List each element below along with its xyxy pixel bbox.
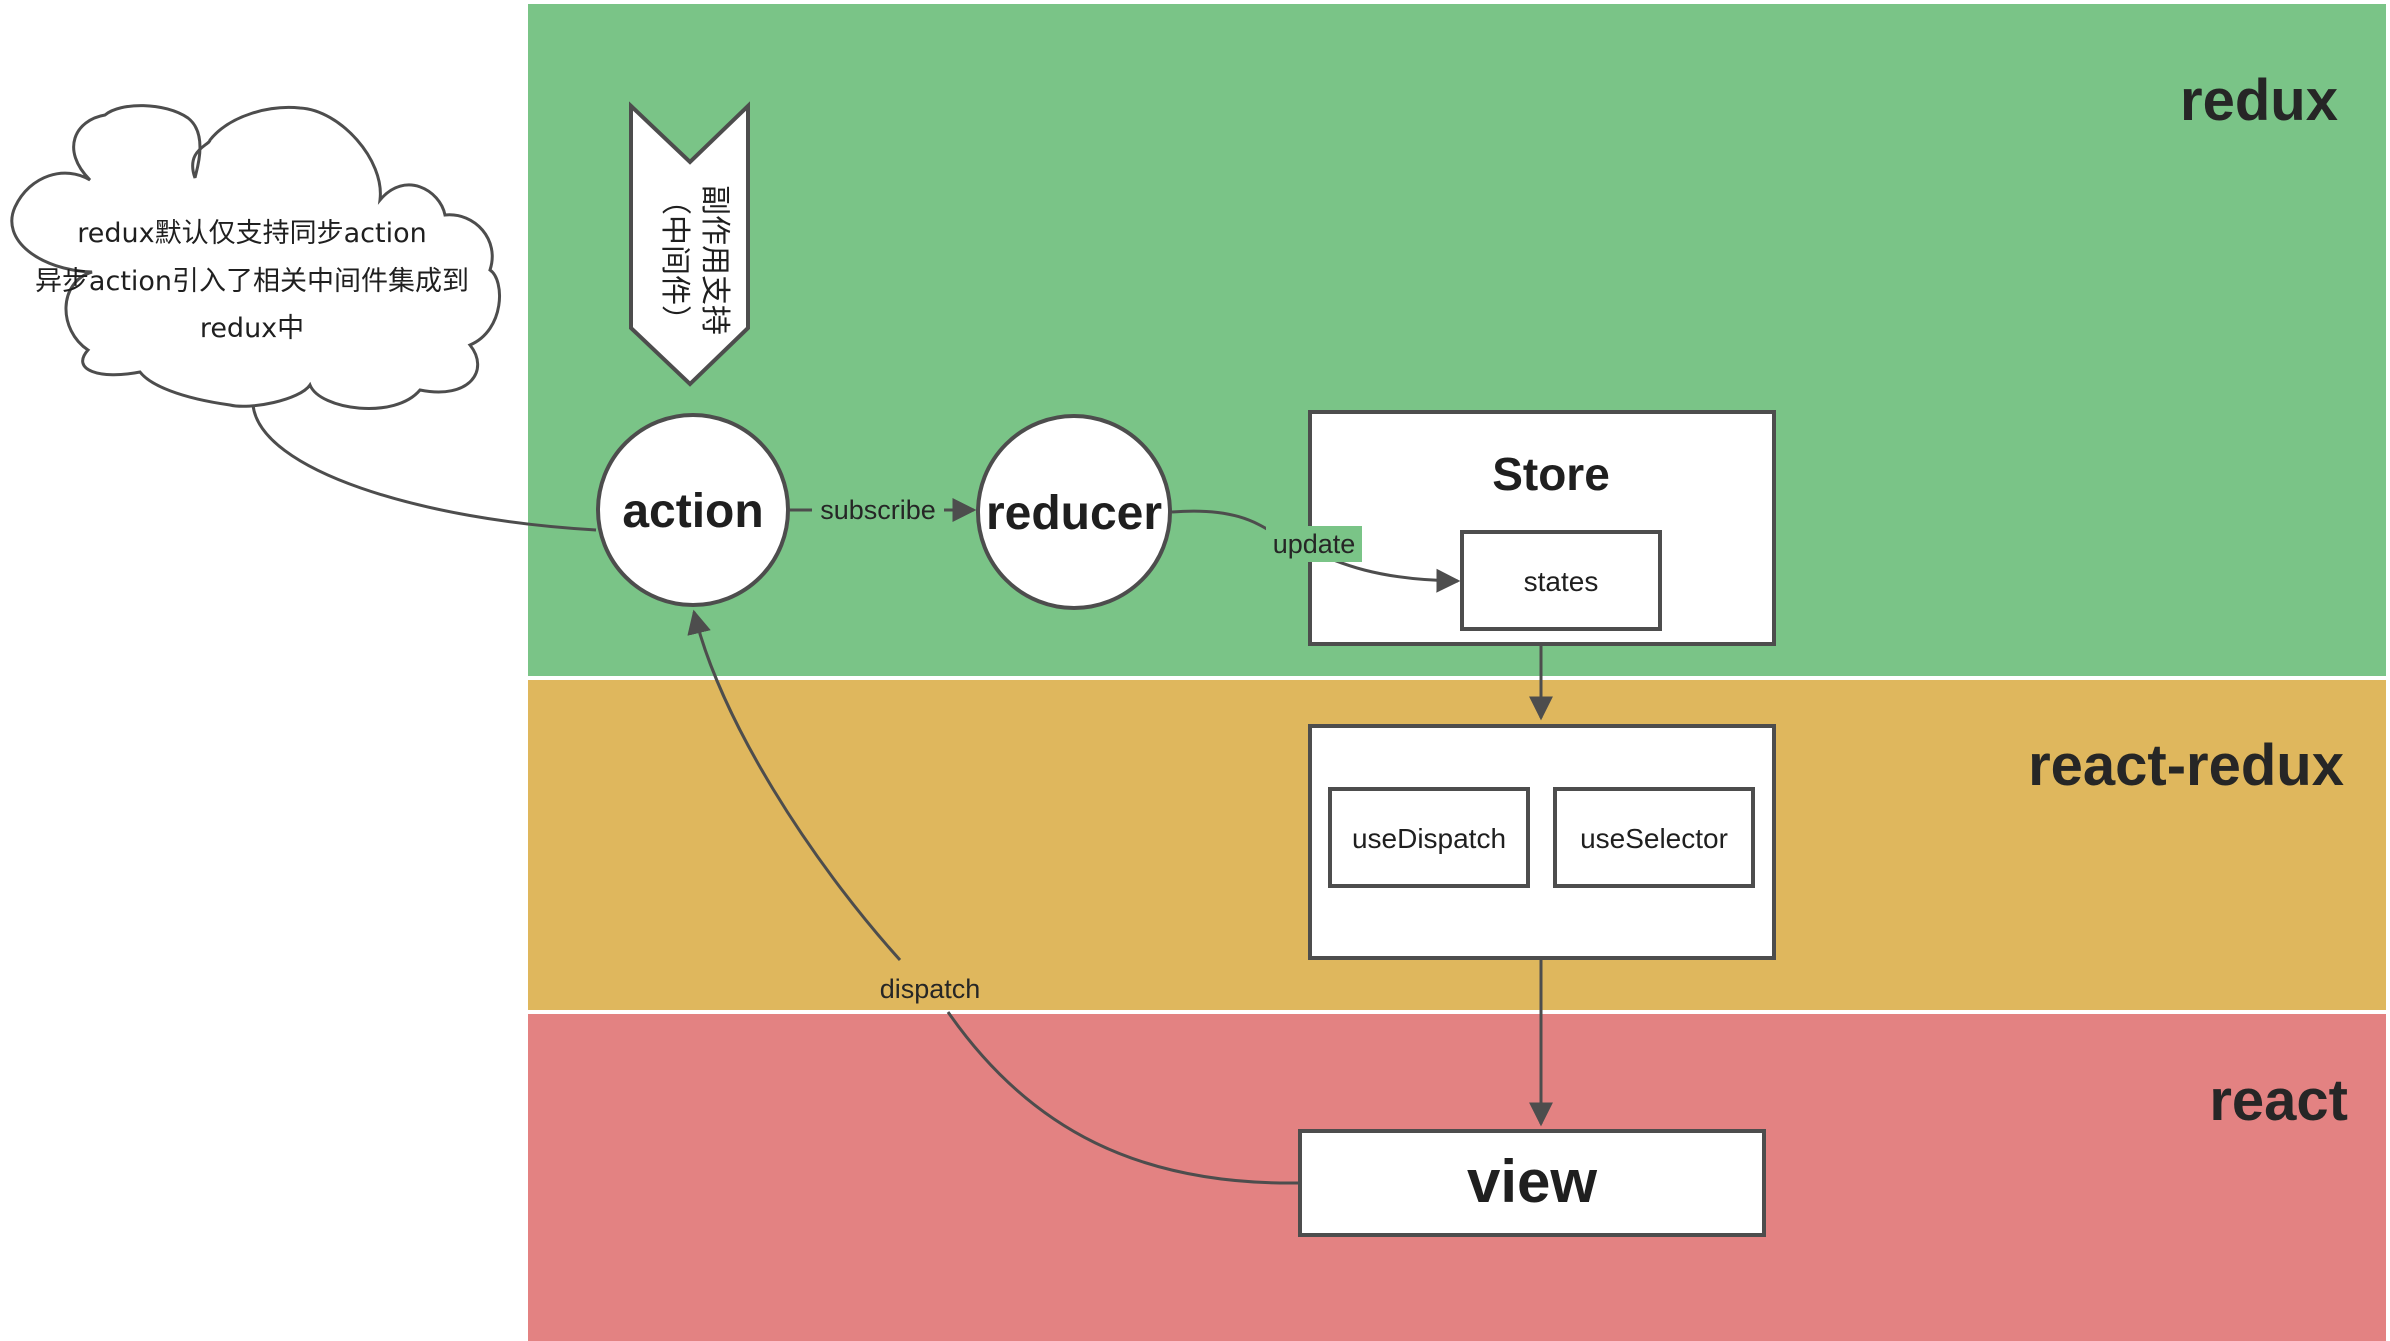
use-dispatch-rect[interactable]	[1328, 787, 1530, 888]
reducer-circle	[976, 414, 1172, 610]
use-selector-rect[interactable]	[1553, 787, 1755, 888]
cloud-note: redux默认仅支持同步action 异步action引入了相关中间件集成到 r…	[10, 104, 501, 410]
update-label: update	[1273, 529, 1356, 559]
reducer-node[interactable]: reducer	[976, 414, 1172, 610]
subscribe-label: subscribe	[820, 495, 936, 525]
view-rect	[1298, 1129, 1766, 1237]
action-label: action	[622, 485, 763, 538]
cloud-note-line-3: redux中	[200, 313, 304, 344]
banner-text-line-2: （中间件）	[658, 185, 691, 335]
dispatch-arrow-upper	[687, 609, 902, 962]
side-effect-banner: 副作用支持 （中间件）	[629, 101, 750, 387]
cloud-shape	[10, 104, 501, 410]
action-node[interactable]: action	[596, 413, 790, 607]
dispatch-label: dispatch	[880, 974, 981, 1004]
subscribe-label-bg	[812, 490, 944, 526]
banner-shape	[629, 101, 750, 387]
states-label: states	[1524, 566, 1599, 597]
action-circle	[596, 413, 790, 607]
band-label-redux: redux	[2180, 68, 2338, 133]
band-label-react-redux: react-redux	[2028, 733, 2344, 798]
hooks-box: useDispatch useSelector	[1308, 724, 1776, 960]
states-rect[interactable]	[1460, 530, 1662, 631]
cloud-to-action-connector	[251, 404, 597, 532]
banner-text-line-1: 副作用支持	[698, 185, 731, 335]
view-box[interactable]: view	[1298, 1129, 1766, 1237]
view-label: view	[1467, 1148, 1597, 1215]
store-box[interactable]: Store states	[1308, 410, 1776, 646]
band-label-react: react	[2209, 1068, 2348, 1133]
cloud-note-line-1: redux默认仅支持同步action	[77, 218, 426, 249]
reducer-label: reducer	[986, 487, 1162, 540]
cloud-note-line-2: 异步action引入了相关中间件集成到	[35, 266, 469, 297]
store-label: Store	[1492, 448, 1610, 500]
update-label-bg	[1266, 526, 1362, 562]
use-dispatch-label: useDispatch	[1352, 823, 1506, 854]
dispatch-arrow-lower	[946, 1011, 1299, 1185]
use-selector-label: useSelector	[1580, 823, 1728, 854]
